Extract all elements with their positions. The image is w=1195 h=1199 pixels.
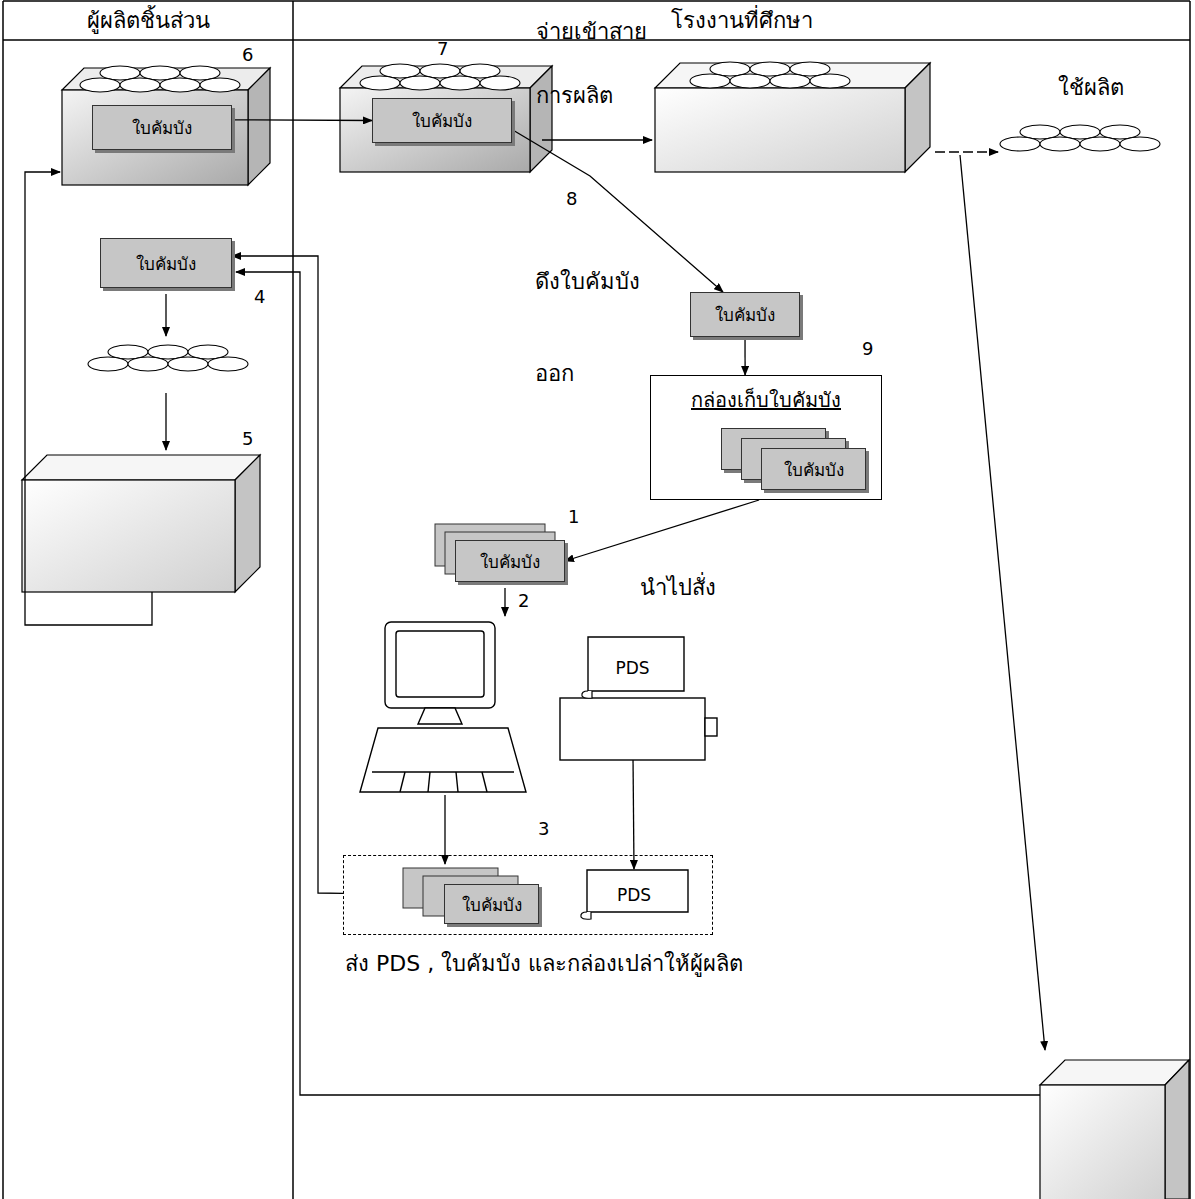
kanban-card: ใบคัมบัง	[761, 448, 866, 490]
flow-note: จ่ายเข้าสาย การผลิต	[536, 0, 676, 128]
computer-symbol	[360, 622, 526, 792]
node-text: ใบคัมบัง	[480, 548, 540, 575]
header-text: ผู้ผลิตชิ้นส่วน	[87, 3, 210, 38]
callout-number: 5	[242, 428, 253, 449]
header-text: โรงงานที่ศึกษา	[671, 3, 813, 38]
flow-note: ดึงใบคัมบัง ออก	[535, 236, 660, 420]
dashed-group: ใบคัมบัง PDS	[343, 855, 713, 935]
flow-arrow	[565, 500, 759, 561]
callout-number: 8	[566, 188, 577, 209]
callout-number: 6	[242, 44, 253, 65]
flow-lines	[25, 140, 1045, 1095]
node-text: PDS	[615, 658, 649, 678]
column-header: โรงงานที่ศึกษา	[293, 0, 1190, 40]
table-lines	[3, 1, 1190, 1199]
card-stack-backs	[403, 524, 555, 916]
node-text: ใบคัมบัง	[412, 107, 472, 134]
callout-number: 3	[538, 818, 549, 839]
node-text: กล่องเก็บใบคัมบัง	[691, 384, 841, 416]
callout-number: 1	[568, 506, 579, 527]
kanban-card: ใบคัมบัง	[372, 98, 512, 143]
callout-number: 9	[862, 338, 873, 359]
pds-paper: PDS	[580, 636, 685, 700]
pds-paper: PDS	[579, 869, 689, 921]
kanban-card: ใบคัมบัง	[444, 884, 539, 924]
kanban-card: ใบคัมบัง	[690, 292, 800, 337]
flow-note: ใช้ผลิต	[1058, 70, 1124, 105]
flow-arrow	[232, 256, 343, 893]
box-illustrations	[22, 63, 1189, 1199]
node-text: ใบคัมบัง	[784, 456, 844, 483]
callout-number: 4	[254, 286, 265, 307]
callout-number: 2	[518, 590, 529, 611]
kanban-post-box: กล่องเก็บใบคัมบังใบคัมบัง	[650, 375, 882, 500]
flow-arrow	[744, 337, 745, 375]
flow-arrow	[512, 130, 723, 293]
node-text: ใบคัมบัง	[132, 114, 192, 141]
kanban-card: ใบคัมบัง	[455, 540, 565, 582]
flow-note: นำไปสั่ง	[640, 570, 716, 605]
flow-arrow	[232, 119, 372, 121]
column-header: ผู้ผลิตชิ้นส่วน	[3, 0, 293, 40]
callout-number: 7	[437, 38, 448, 59]
part-ovals	[80, 62, 1160, 371]
kanban-card: ใบคัมบัง	[100, 238, 232, 288]
kanban-card: ใบคัมบัง	[92, 105, 232, 150]
node-text: PDS	[617, 885, 651, 905]
flow-note: ส่ง PDS , ใบคัมบัง และกล่องเปล่าให้ผู้ผล…	[345, 946, 743, 981]
node-text: ใบคัมบัง	[715, 301, 775, 328]
node-text: ใบคัมบัง	[136, 250, 196, 277]
node-text: ใบคัมบัง	[462, 891, 522, 918]
